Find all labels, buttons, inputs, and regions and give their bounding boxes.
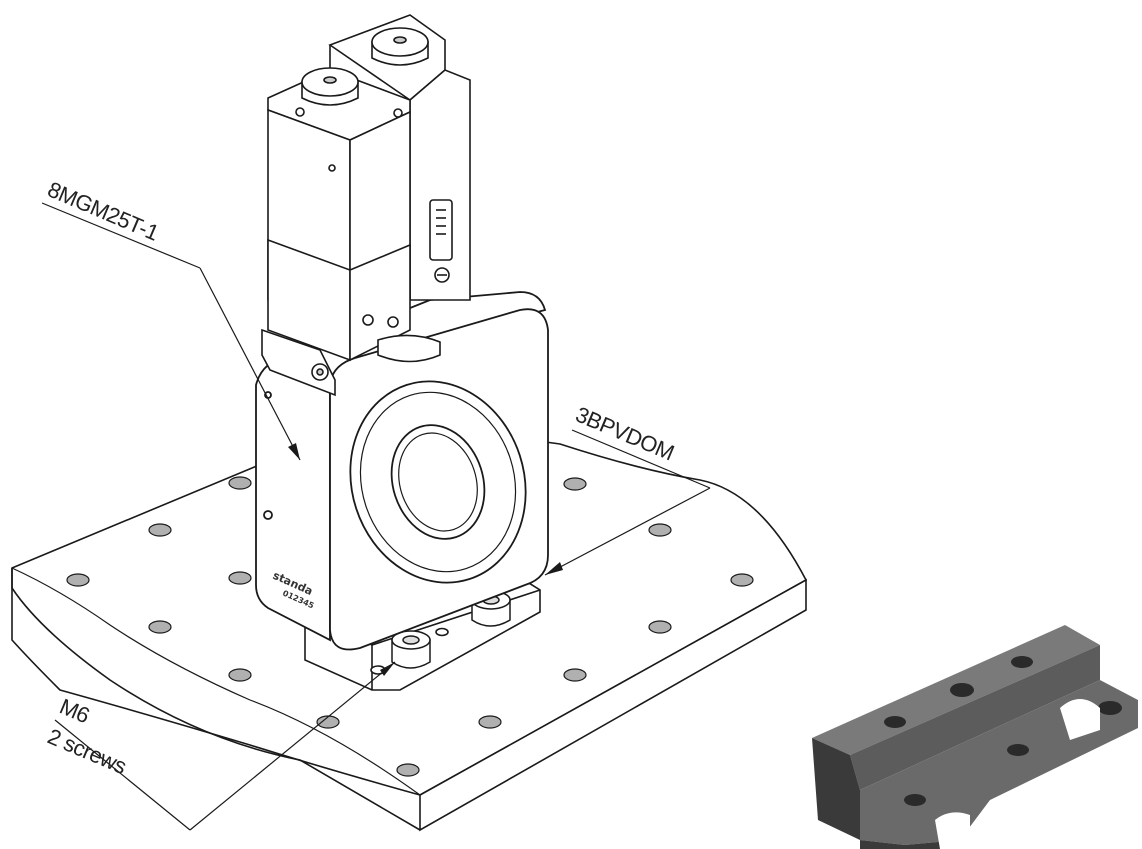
adapter-photo [812,625,1138,849]
rotation-aperture [263,380,527,584]
callout-lines [41,202,711,831]
m6-screw-front [391,630,431,669]
breadboard-holes [66,476,754,777]
front-motor [261,69,441,397]
label-screw-size: M6 [56,694,93,729]
front-motor-knob [301,67,359,106]
callout-arrowheads [288,443,563,676]
rear-motor-knob [371,27,429,66]
label-screw-count: 2 screws [44,724,130,780]
